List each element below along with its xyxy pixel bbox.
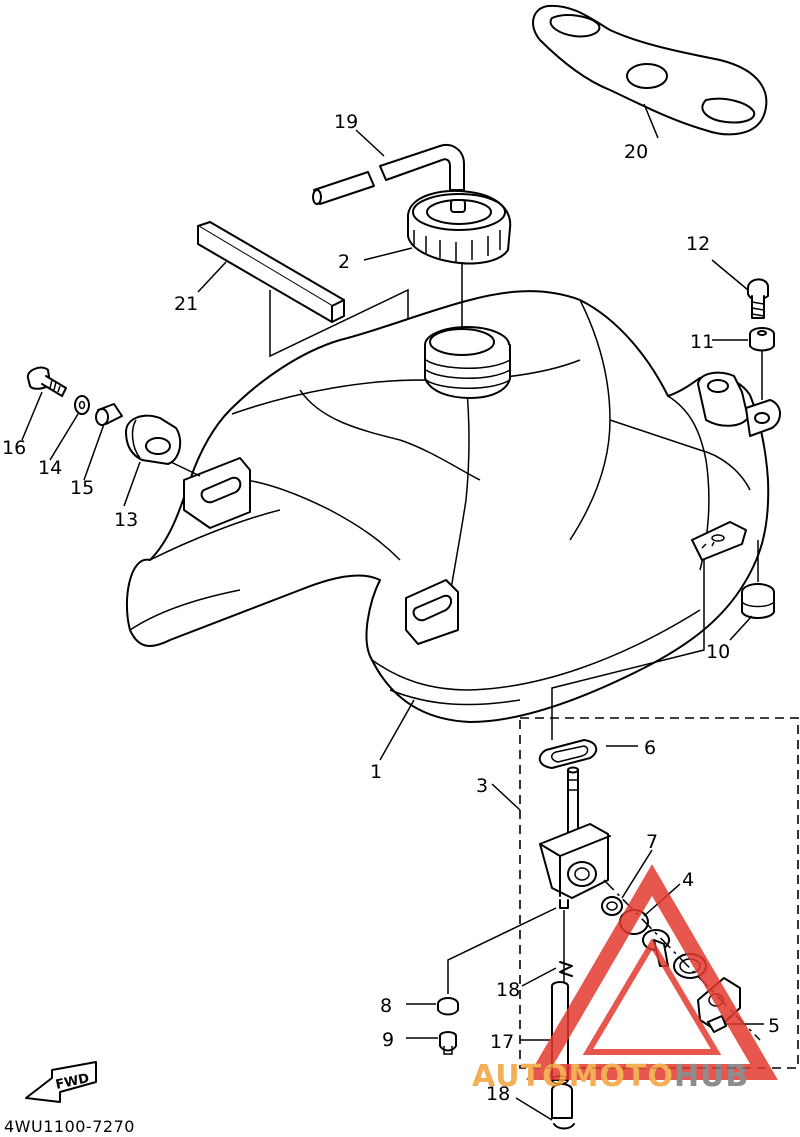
part-18-clip-upper <box>559 961 573 977</box>
callout-3: 3 <box>476 775 488 797</box>
part-14-washer <box>74 395 90 415</box>
part-7-oring <box>601 896 623 916</box>
callout-21: 21 <box>174 293 198 315</box>
callout-15: 15 <box>70 477 94 499</box>
part-16-bolt <box>26 366 67 397</box>
callout-20: 20 <box>624 141 648 163</box>
part-18-clip-lower <box>551 1083 575 1130</box>
callout-16: 16 <box>2 437 26 459</box>
watermark-automoto: AUTOMOTO <box>472 1059 674 1094</box>
diagram-code: 4WU1100-7270 <box>4 1117 135 1136</box>
callout-8: 8 <box>380 995 392 1017</box>
callout-4: 4 <box>682 869 694 891</box>
part-1-fuel-tank <box>126 290 781 723</box>
part-13-grommet <box>125 414 182 465</box>
callout-14: 14 <box>38 457 62 479</box>
callout-18-lower: 18 <box>486 1083 510 1105</box>
part-12-bolt <box>747 278 769 319</box>
callout-6: 6 <box>644 737 656 759</box>
fwd-arrow: FWD <box>25 1061 97 1103</box>
part-10-grommet <box>741 583 775 619</box>
callout-10: 10 <box>706 641 730 663</box>
watermark-text-automoto: AUTOMOTOHUB <box>472 1059 749 1094</box>
part-11-collar <box>749 327 775 352</box>
callout-11: 11 <box>690 331 714 353</box>
callout-19: 19 <box>334 111 358 133</box>
part-5-screw <box>707 1015 727 1033</box>
callout-13: 13 <box>114 509 138 531</box>
leader-3 <box>491 783 521 811</box>
part-21-strip <box>197 221 345 323</box>
callout-9: 9 <box>382 1029 394 1051</box>
part-9-drain-bolt <box>439 1031 457 1055</box>
part-19-breather-hose <box>312 144 465 205</box>
part-6-gasket <box>538 739 598 769</box>
callout-labels: 19 20 2 21 12 11 16 14 15 13 10 1 6 3 7 … <box>2 111 780 1105</box>
part-2-fuel-cap <box>407 190 512 265</box>
callout-leaders <box>21 103 764 1121</box>
callout-5: 5 <box>768 1015 780 1037</box>
leader-cock-to-8 <box>447 907 557 994</box>
part-8-washer <box>437 997 459 1016</box>
callout-7: 7 <box>646 831 658 853</box>
callout-2: 2 <box>338 251 350 273</box>
callout-17: 17 <box>490 1031 514 1053</box>
leader-tank-to-6 <box>551 560 705 740</box>
part-20-plate <box>532 4 768 136</box>
part-3-fuel-cock <box>539 766 611 909</box>
fwd-label: FWD <box>54 1071 91 1093</box>
watermark-hub: HUB <box>674 1059 749 1094</box>
callout-18-upper: 18 <box>496 979 520 1001</box>
automotohub-watermark: AUTOMOTOHUB <box>472 864 778 1094</box>
callout-12: 12 <box>686 233 710 255</box>
part-15-collar <box>95 403 123 426</box>
callout-1: 1 <box>370 761 382 783</box>
